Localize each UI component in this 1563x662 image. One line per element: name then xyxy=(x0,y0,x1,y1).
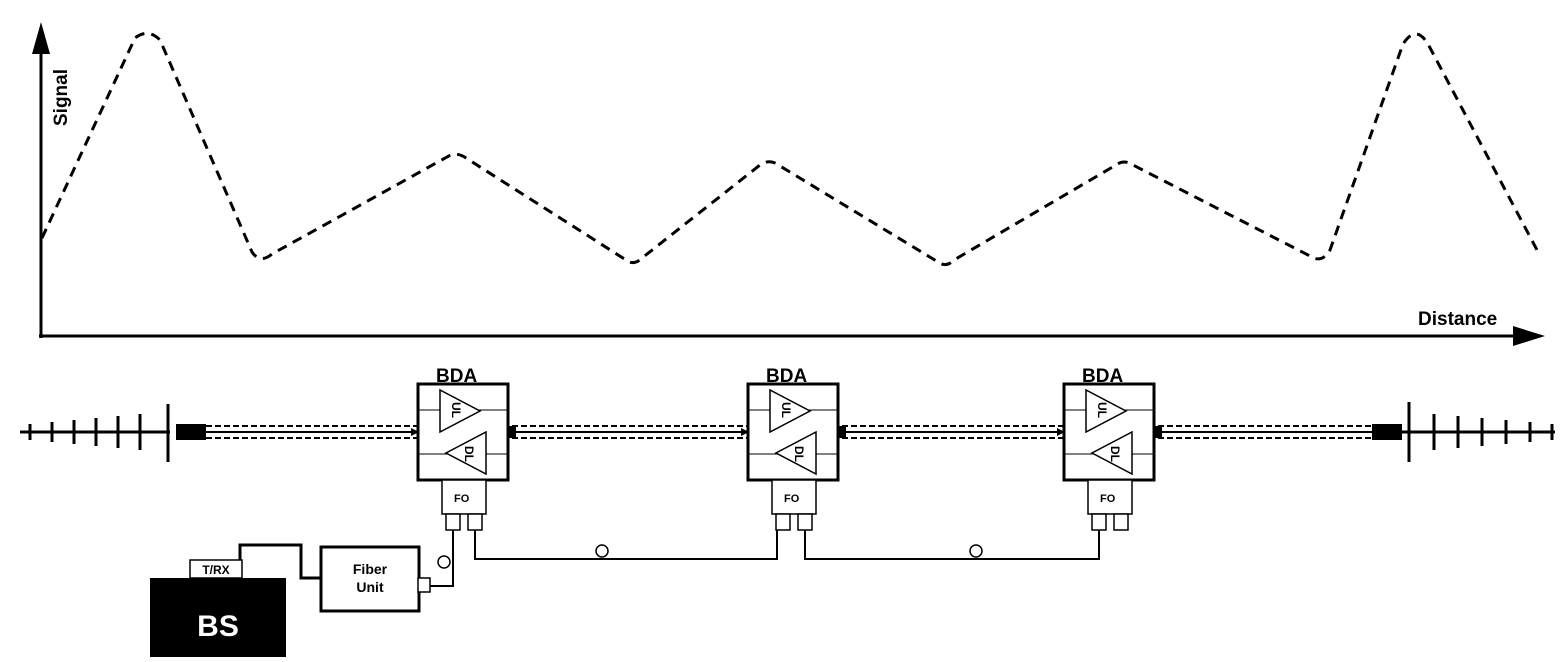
rf-link-bda1-to-bda2 xyxy=(506,425,749,439)
fiber-unit: Fiber Unit xyxy=(319,545,431,613)
fiber-link-bda1-to-bda2 xyxy=(474,530,778,560)
bs-to-fiber-unit-cable xyxy=(238,543,321,580)
bs-label: BS xyxy=(197,610,239,643)
uplink-label: UL xyxy=(449,402,463,418)
bda-amplifier-3: BDA UL DL FO xyxy=(1062,366,1156,531)
bda-amplifier-1: BDA UL DL FO xyxy=(416,366,510,531)
rf-link-antenna-to-bda1 xyxy=(206,425,419,439)
rf-link-bda2-to-bda3 xyxy=(836,425,1065,439)
bs-port-label: T/RX xyxy=(202,563,229,577)
downlink-label: DL xyxy=(792,446,806,462)
fiber-coil-marker xyxy=(595,544,609,558)
fiber-port-label: FO xyxy=(784,493,800,505)
fiber-unit-label-line1: Fiber xyxy=(353,561,388,577)
y-axis-arrowhead xyxy=(32,22,50,54)
fiber-port-label: FO xyxy=(454,493,470,505)
downlink-label: DL xyxy=(462,446,476,462)
rf-link-bda3-to-antenna xyxy=(1152,425,1372,439)
x-axis-label: Distance xyxy=(1418,309,1497,330)
fiber-network xyxy=(430,530,1100,587)
bda-title: BDA xyxy=(436,366,477,387)
signal-graph: Signal Distance xyxy=(32,22,1545,346)
downlink-amplifier-triangle xyxy=(1090,430,1133,476)
left-yagi-antenna xyxy=(20,404,206,462)
fiber-unit-label-line2: Unit xyxy=(356,579,384,595)
y-axis-label: Signal xyxy=(51,69,72,126)
bda-title: BDA xyxy=(766,366,807,387)
uplink-label: UL xyxy=(779,402,793,418)
uplink-amplifier-triangle xyxy=(439,388,482,434)
fiber-port-label: FO xyxy=(1100,493,1116,505)
x-axis-arrowhead xyxy=(1513,326,1545,346)
uplink-amplifier-triangle xyxy=(769,388,812,434)
uplink-amplifier-triangle xyxy=(1085,388,1128,434)
signal-curve xyxy=(40,32,1539,267)
downlink-label: DL xyxy=(1108,446,1122,462)
fiber-coil-marker xyxy=(969,544,983,558)
downlink-amplifier-triangle xyxy=(774,430,817,476)
right-yagi-antenna xyxy=(1372,402,1555,462)
uplink-label: UL xyxy=(1095,402,1109,418)
base-station: T/RX BS xyxy=(150,543,321,658)
downlink-amplifier-triangle xyxy=(444,430,487,476)
fiber-coil-marker xyxy=(437,555,451,569)
fiber-link-unit-to-bda1 xyxy=(430,530,454,587)
bda-title: BDA xyxy=(1082,366,1123,387)
fiber-link-bda2-to-bda3 xyxy=(804,530,1100,560)
bda-amplifier-2: BDA UL DL FO xyxy=(746,366,840,531)
